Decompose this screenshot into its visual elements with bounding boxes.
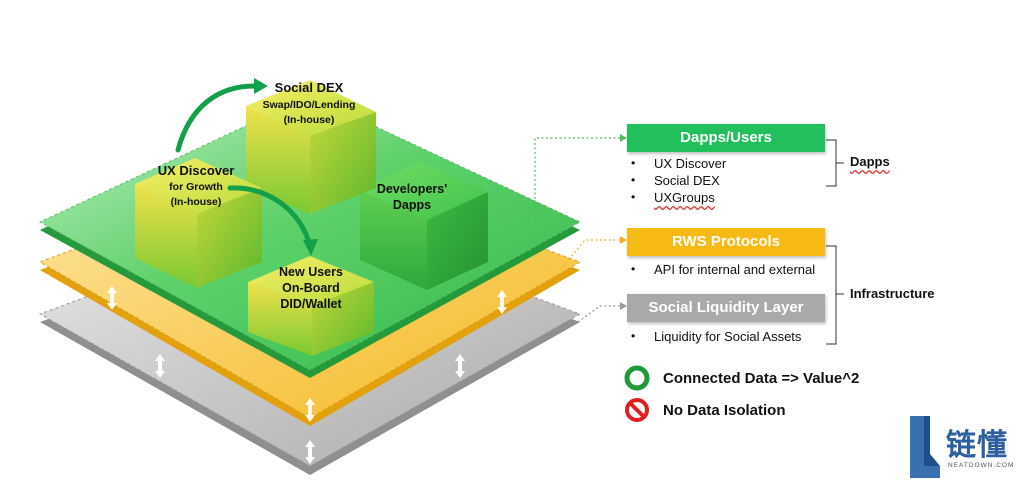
list-item: UXGroups [627,189,726,206]
list-item: Liquidity for Social Assets [627,328,801,345]
up-down-arrow-icon [155,354,165,378]
developers-line1: Developers' [377,182,447,196]
arrow-head-icon [254,78,268,94]
social-liquidity-list: Liquidity for Social Assets [627,328,801,345]
social-dex-title: Social DEX [275,80,344,95]
leader-lines [534,134,627,323]
dapps-users-header: Dapps/Users [627,124,825,152]
ux-discover-sub2: (In-house) [171,196,222,208]
green-ring-icon [624,365,650,391]
new-users-line2: On-Board [282,281,340,295]
dapps-group-label: Dapps [850,154,890,169]
l-logo-icon [910,416,940,478]
social-liquidity-header: Social Liquidity Layer [627,294,825,322]
dapps-users-list: UX Discover Social DEX UXGroups [627,155,726,206]
up-down-arrow-icon [305,440,315,464]
legend-isolation: No Data Isolation [623,396,786,424]
ux-discover-sub1: for Growth [169,181,223,193]
legend-isolation-text: No Data Isolation [663,401,786,419]
watermark-brand: 链懂 [946,428,1008,463]
up-down-arrow-icon [497,290,507,314]
list-item: Social DEX [627,172,726,189]
new-users-line1: New Users [279,265,343,279]
prohibited-icon [625,398,649,422]
flow-arrows [175,78,318,256]
infrastructure-group-label: Infrastructure [850,286,935,301]
legend-connected-text: Connected Data => Value^2 [663,369,860,387]
rws-protocols-list: API for internal and external [627,261,815,278]
layer-connector-arrows [107,286,507,464]
watermark-site: NEATDOWN.COM [948,462,1015,469]
social-dex-block: Social DEX Swap/IDO/Lending (In-house) [246,80,376,214]
social-dex-sub2: (In-house) [284,114,335,126]
list-item: UX Discover [627,155,726,172]
new-users-block: New Users On-Board DID/Wallet [248,256,374,356]
watermark-logo: 链懂 NEATDOWN.COM [908,414,1020,480]
curved-arrow-icon [175,83,257,153]
new-users-line3: DID/Wallet [280,297,342,311]
list-item: API for internal and external [627,261,815,278]
group-braces [826,139,844,345]
rws-protocols-header: RWS Protocols [627,228,825,256]
up-down-arrow-icon [305,398,315,422]
up-down-arrow-icon [107,286,117,310]
legend-connected: Connected Data => Value^2 [623,364,859,392]
curved-arrow-icon [227,185,313,249]
arrow-head-icon [303,239,318,256]
developers-line2: Dapps [393,198,431,212]
social-dex-sub1: Swap/IDO/Lending [263,99,356,111]
ux-discover-block: UX Discover for Growth (In-house) [135,158,262,288]
ux-discover-title: UX Discover [158,163,235,178]
developers-dapps-block: Developers' Dapps [360,162,488,290]
up-down-arrow-icon [455,354,465,378]
